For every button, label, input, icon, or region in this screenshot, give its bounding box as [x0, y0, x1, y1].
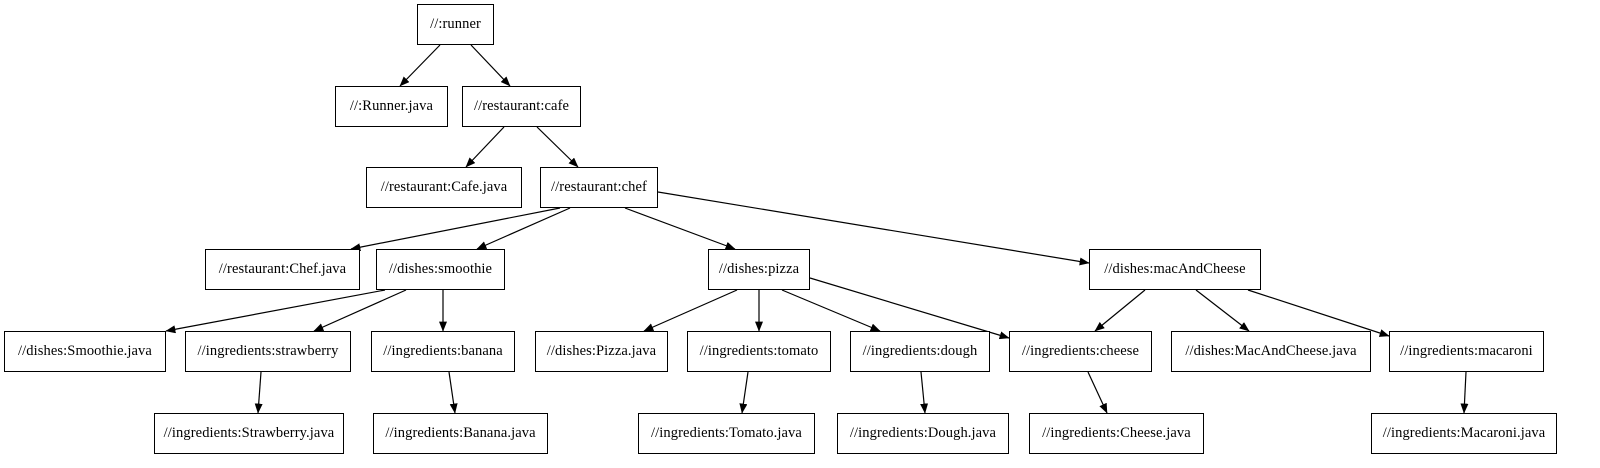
graph-node-ing_tomato[interactable]: //ingredients:tomato: [687, 331, 831, 372]
graph-node-label: //ingredients:banana: [383, 343, 503, 360]
graph-node-restaurant_chef[interactable]: //restaurant:chef: [540, 167, 658, 208]
graph-node-pizza_java[interactable]: //dishes:Pizza.java: [535, 331, 668, 372]
graph-node-macncheese_java[interactable]: //dishes:MacAndCheese.java: [1171, 331, 1371, 372]
graph-node-cafe_java[interactable]: //restaurant:Cafe.java: [366, 167, 522, 208]
graph-node-dishes_pizza[interactable]: //dishes:pizza: [708, 249, 810, 290]
graph-node-runner[interactable]: //:runner: [417, 4, 494, 45]
graph-node-label: //ingredients:macaroni: [1400, 343, 1533, 360]
graph-node-cheese_java[interactable]: //ingredients:Cheese.java: [1029, 413, 1204, 454]
graph-node-label: //ingredients:dough: [862, 343, 978, 360]
graph-node-label: //ingredients:Tomato.java: [651, 425, 802, 442]
graph-node-label: //dishes:Pizza.java: [546, 343, 657, 360]
graph-node-label: //ingredients:cheese: [1021, 343, 1140, 360]
graph-node-label: //restaurant:chef: [551, 179, 647, 196]
graph-node-label: //dishes:pizza: [718, 261, 800, 278]
graph-node-label: //ingredients:Banana.java: [385, 425, 536, 442]
graph-node-smoothie_java[interactable]: //dishes:Smoothie.java: [4, 331, 166, 372]
graph-node-ing_banana[interactable]: //ingredients:banana: [371, 331, 515, 372]
graph-node-chef_java[interactable]: //restaurant:Chef.java: [205, 249, 360, 290]
graph-node-banana_java[interactable]: //ingredients:Banana.java: [373, 413, 548, 454]
graph-node-dough_java[interactable]: //ingredients:Dough.java: [837, 413, 1009, 454]
graph-node-label: //dishes:MacAndCheese.java: [1185, 343, 1357, 360]
graph-node-strawberry_java[interactable]: //ingredients:Strawberry.java: [154, 413, 344, 454]
graph-node-label: //restaurant:Chef.java: [218, 261, 347, 278]
graph-node-restaurant_cafe[interactable]: //restaurant:cafe: [462, 86, 581, 127]
graph-node-label: //ingredients:Dough.java: [849, 425, 997, 442]
graph-node-dishes_macncheese[interactable]: //dishes:macAndCheese: [1089, 249, 1261, 290]
graph-node-tomato_java[interactable]: //ingredients:Tomato.java: [638, 413, 815, 454]
graph-node-label: //:Runner.java: [349, 98, 434, 115]
graph-node-label: //dishes:macAndCheese: [1104, 261, 1246, 278]
graph-node-macaroni_java[interactable]: //ingredients:Macaroni.java: [1371, 413, 1557, 454]
graph-node-label: //ingredients:tomato: [699, 343, 819, 360]
graph-node-runner_java[interactable]: //:Runner.java: [335, 86, 448, 127]
graph-node-label: //ingredients:strawberry: [197, 343, 339, 360]
graph-node-label: //restaurant:cafe: [473, 98, 570, 115]
graph-node-label: //:runner: [430, 16, 481, 33]
graph-node-ing_strawberry[interactable]: //ingredients:strawberry: [185, 331, 351, 372]
graph-node-label: //dishes:Smoothie.java: [18, 343, 152, 360]
graph-node-label: //ingredients:Cheese.java: [1042, 425, 1191, 442]
graph-node-ing_cheese[interactable]: //ingredients:cheese: [1009, 331, 1152, 372]
graph-node-label: //dishes:smoothie: [388, 261, 493, 278]
graph-node-label: //ingredients:Strawberry.java: [163, 425, 335, 442]
graph-node-label: //restaurant:Cafe.java: [380, 179, 508, 196]
graph-node-ing_macaroni[interactable]: //ingredients:macaroni: [1389, 331, 1544, 372]
graph-node-ing_dough[interactable]: //ingredients:dough: [850, 331, 990, 372]
graph-node-dishes_smoothie[interactable]: //dishes:smoothie: [376, 249, 505, 290]
graph-node-label: //ingredients:Macaroni.java: [1382, 425, 1546, 442]
